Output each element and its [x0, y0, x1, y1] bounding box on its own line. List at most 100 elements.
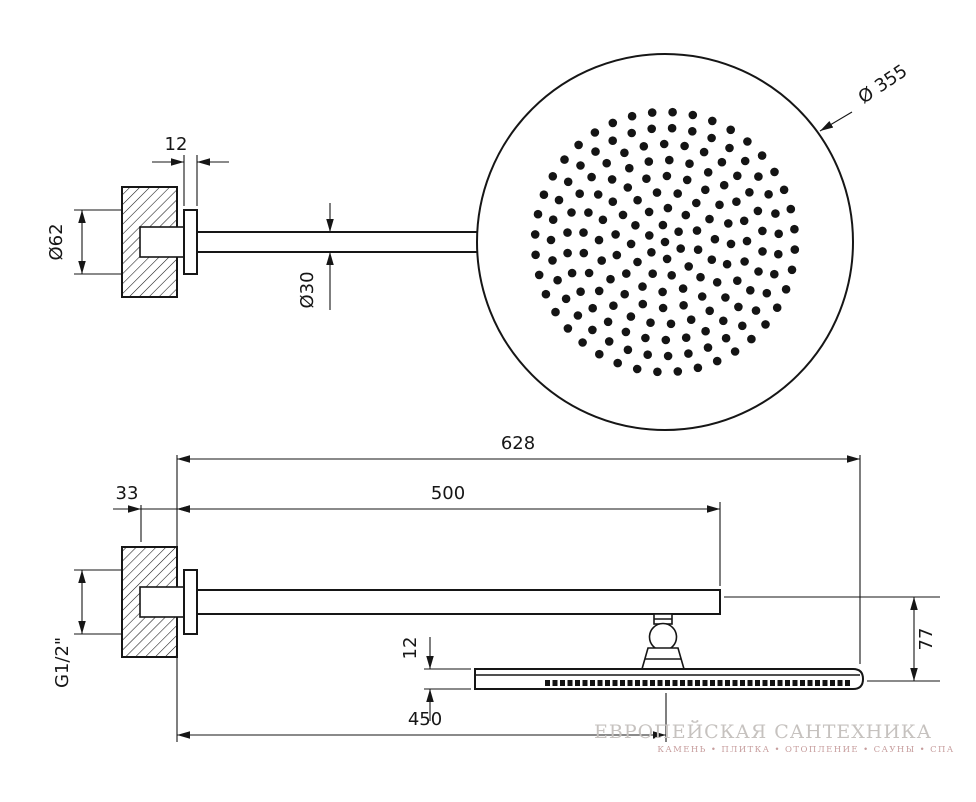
side-nozzle-dash — [702, 680, 708, 686]
top-view: 12 Ø62 Ø30 Ø 355 — [46, 53, 911, 431]
wall-flange-top — [183, 209, 198, 275]
nozzle-dot — [739, 216, 749, 226]
nozzle-dot — [626, 239, 636, 249]
dim-label-flange-diameter: Ø62 — [46, 223, 67, 260]
nozzle-dot — [686, 315, 696, 325]
nozzle-dot — [602, 158, 611, 168]
nozzle-dot — [790, 224, 799, 234]
nozzle-dot — [740, 156, 750, 166]
nozzle-dot — [561, 294, 571, 304]
nozzle-dot — [725, 143, 734, 153]
nozzle-dot — [745, 188, 754, 197]
nozzle-dot — [587, 172, 596, 182]
nozzle-dot — [719, 180, 729, 190]
nozzle-dot — [742, 236, 752, 246]
dim-label-wall-plate-depth: 33 — [116, 483, 139, 504]
nozzle-dot — [699, 147, 709, 157]
nozzle-dot — [688, 110, 698, 120]
nozzle-dot — [622, 269, 631, 278]
side-nozzle-dash — [582, 680, 588, 686]
nozzle-dot — [541, 289, 551, 299]
nozzle-dot — [734, 302, 743, 312]
nozzle-dot — [611, 230, 620, 239]
nozzle-dot — [733, 171, 742, 181]
nozzle-dot — [633, 257, 642, 267]
nozzle-dot — [659, 139, 669, 149]
side-nozzle-dash — [815, 680, 820, 686]
nozzle-dot — [639, 142, 649, 151]
dim-label-head-center-distance: 450 — [408, 709, 442, 730]
side-nozzle-dash — [822, 680, 828, 686]
nozzle-dot — [743, 137, 752, 146]
nozzle-dot — [598, 215, 608, 225]
nozzle-dot — [732, 197, 741, 206]
nozzle-dot — [626, 312, 636, 321]
dimension-arm-length: 500 — [177, 483, 721, 586]
nozzle-dot — [754, 267, 763, 276]
side-nozzle-dash — [770, 680, 775, 686]
nozzle-dot — [661, 335, 671, 345]
nozzle-dot — [764, 190, 773, 199]
nozzle-dot — [638, 282, 647, 291]
dimension-flange-diameter: Ø62 — [46, 209, 122, 275]
nozzle-dot — [591, 147, 600, 156]
side-nozzle-dash — [627, 680, 633, 686]
dim-label-arm-diameter: Ø30 — [297, 271, 318, 308]
nozzle-dot — [678, 284, 688, 293]
nozzle-dot — [719, 316, 728, 326]
nozzle-dot — [705, 306, 714, 316]
side-nozzle-dash — [605, 680, 610, 686]
side-nozzle-dash — [747, 680, 753, 686]
nozzle-dot — [627, 128, 636, 138]
nozzle-dot — [667, 123, 677, 133]
nozzle-dot — [758, 226, 767, 236]
nozzle-dot — [668, 107, 677, 117]
nozzle-dot — [531, 250, 540, 260]
dim-label-arm-length: 500 — [431, 483, 465, 504]
nozzle-dot — [648, 269, 657, 279]
nozzle-dot — [575, 189, 584, 198]
nozzle-dot — [590, 128, 600, 137]
nozzle-dot — [579, 248, 589, 258]
nozzle-dot — [673, 367, 683, 376]
nozzle-dot — [667, 271, 676, 280]
nozzle-dot — [746, 286, 755, 295]
dim-label-drop-height: 77 — [916, 628, 937, 651]
nozzle-pattern — [530, 107, 800, 377]
nozzle-dot — [658, 220, 668, 230]
nozzle-dot — [554, 195, 564, 205]
side-nozzle-dash — [665, 680, 670, 686]
nozzle-dot — [721, 333, 731, 343]
side-nozzle-band — [545, 680, 850, 686]
nozzle-dot — [573, 311, 583, 320]
dimension-head-diameter: Ø 355 — [819, 61, 911, 132]
nozzle-dot — [593, 190, 603, 199]
nozzle-dot — [594, 235, 604, 245]
side-nozzle-dash — [642, 680, 648, 686]
nozzle-dot — [576, 287, 585, 297]
shower-arm-side — [196, 589, 721, 615]
nozzle-dot — [662, 254, 672, 264]
dimension-thread: G1/2" — [52, 569, 122, 688]
side-nozzle-dash — [687, 680, 693, 686]
side-nozzle-dash — [597, 680, 603, 686]
side-nozzle-dash — [830, 680, 835, 686]
nozzle-dot — [647, 248, 656, 257]
nozzle-dot — [684, 349, 693, 358]
nozzle-dot — [738, 321, 747, 331]
nozzle-dot — [715, 200, 724, 210]
nozzle-dot — [660, 237, 670, 247]
nozzle-dot — [621, 327, 631, 337]
nozzle-dot — [707, 255, 717, 264]
nozzle-dot — [665, 155, 674, 165]
side-nozzle-dash — [717, 680, 723, 686]
nozzle-dot — [740, 257, 749, 266]
inlet-stub-side — [139, 586, 187, 618]
nozzle-dot — [724, 219, 733, 228]
inlet-stub-top — [139, 226, 187, 258]
nozzle-dot — [770, 269, 779, 279]
dim-label-thread: G1/2" — [52, 637, 73, 688]
side-nozzle-dash — [575, 680, 580, 686]
